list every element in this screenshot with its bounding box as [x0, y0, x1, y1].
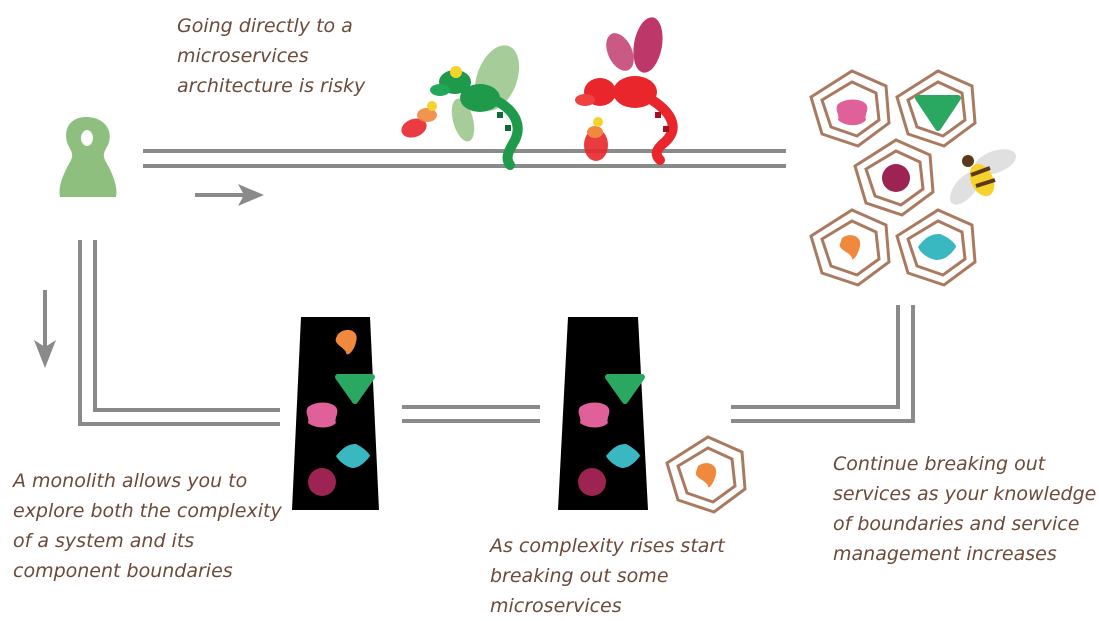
caption-continue: Continue breaking out services as your k…: [833, 449, 1096, 569]
caption-line: breaking out some: [490, 565, 669, 587]
caption-line: architecture is risky: [177, 75, 366, 97]
caption-risky: Going directly to a microservices archit…: [177, 11, 365, 101]
caption-line: of a system and its: [13, 530, 195, 552]
monolith-2: [558, 317, 648, 510]
monolith-1: [292, 317, 379, 510]
hex-service-extracted: [665, 435, 747, 514]
right-track: [731, 305, 915, 423]
hex-service-teal: [895, 208, 977, 287]
caption-line: microservices: [490, 595, 622, 617]
cluster-shapes: [836, 95, 961, 260]
caption-line: A monolith allows you to: [13, 470, 248, 492]
arrow-right-icon: [195, 184, 264, 206]
dragon-red-icon: [575, 17, 678, 165]
caption-line: of boundaries and service: [833, 513, 1080, 535]
caption-complexity: As complexity rises start breaking out s…: [490, 531, 725, 621]
caption-line: microservices: [177, 45, 309, 67]
hex-service-pink: [809, 69, 891, 148]
caption-line: services as your knowledge: [833, 483, 1097, 505]
arrow-down-icon: [34, 290, 56, 368]
dragon-green-icon: [401, 45, 523, 170]
caption-line: As complexity rises start: [490, 535, 725, 557]
hex-service-maroon: [853, 138, 935, 217]
caption-monolith: A monolith allows you to explore both th…: [13, 466, 282, 586]
caption-line: Continue breaking out: [833, 453, 1046, 475]
caption-line: explore both the complexity: [13, 500, 282, 522]
middle-track: [402, 405, 540, 423]
pawn-icon: [59, 117, 117, 197]
caption-line: component boundaries: [13, 560, 233, 582]
microservices-cluster: [809, 69, 977, 287]
hex-service-orange: [809, 208, 891, 287]
bee-icon: [950, 149, 1017, 205]
hex-service-green: [895, 69, 977, 148]
top-track: [143, 149, 786, 168]
left-track: [78, 240, 280, 426]
caption-line: Going directly to a: [177, 15, 353, 37]
caption-line: management increases: [833, 543, 1057, 565]
